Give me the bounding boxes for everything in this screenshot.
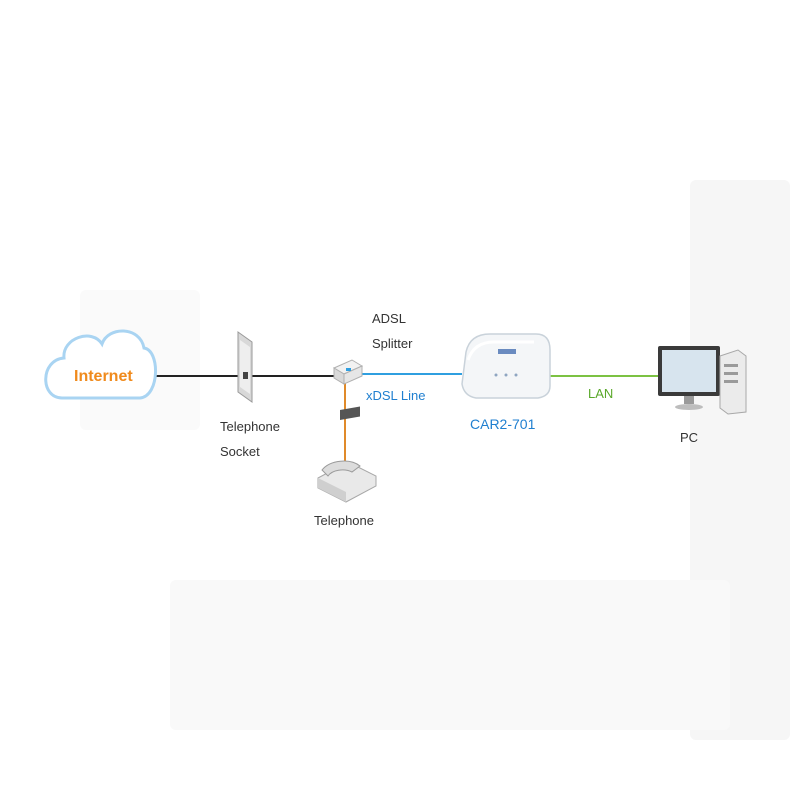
router-icon <box>461 333 551 399</box>
pc-icon <box>658 346 747 415</box>
telephone-icon <box>317 406 377 503</box>
internet-label: Internet <box>74 368 133 385</box>
telephone-socket-label-line1: Telephone <box>220 419 280 434</box>
xdsl-line-label: xDSL Line <box>366 388 426 403</box>
splitter-label-line2: Splitter <box>372 336 413 351</box>
router-label: CAR2-701 <box>470 416 536 432</box>
cloud-icon <box>44 329 157 400</box>
splitter-icon <box>332 359 364 385</box>
pc-label: PC <box>680 430 699 445</box>
telephone-socket-label-line2: Socket <box>220 444 260 459</box>
telephone-socket-icon <box>237 331 253 403</box>
splitter-label-line1: ADSL <box>372 311 406 326</box>
telephone-label: Telephone <box>314 513 374 528</box>
lan-label: LAN <box>588 386 614 401</box>
background-smudge <box>170 580 730 730</box>
